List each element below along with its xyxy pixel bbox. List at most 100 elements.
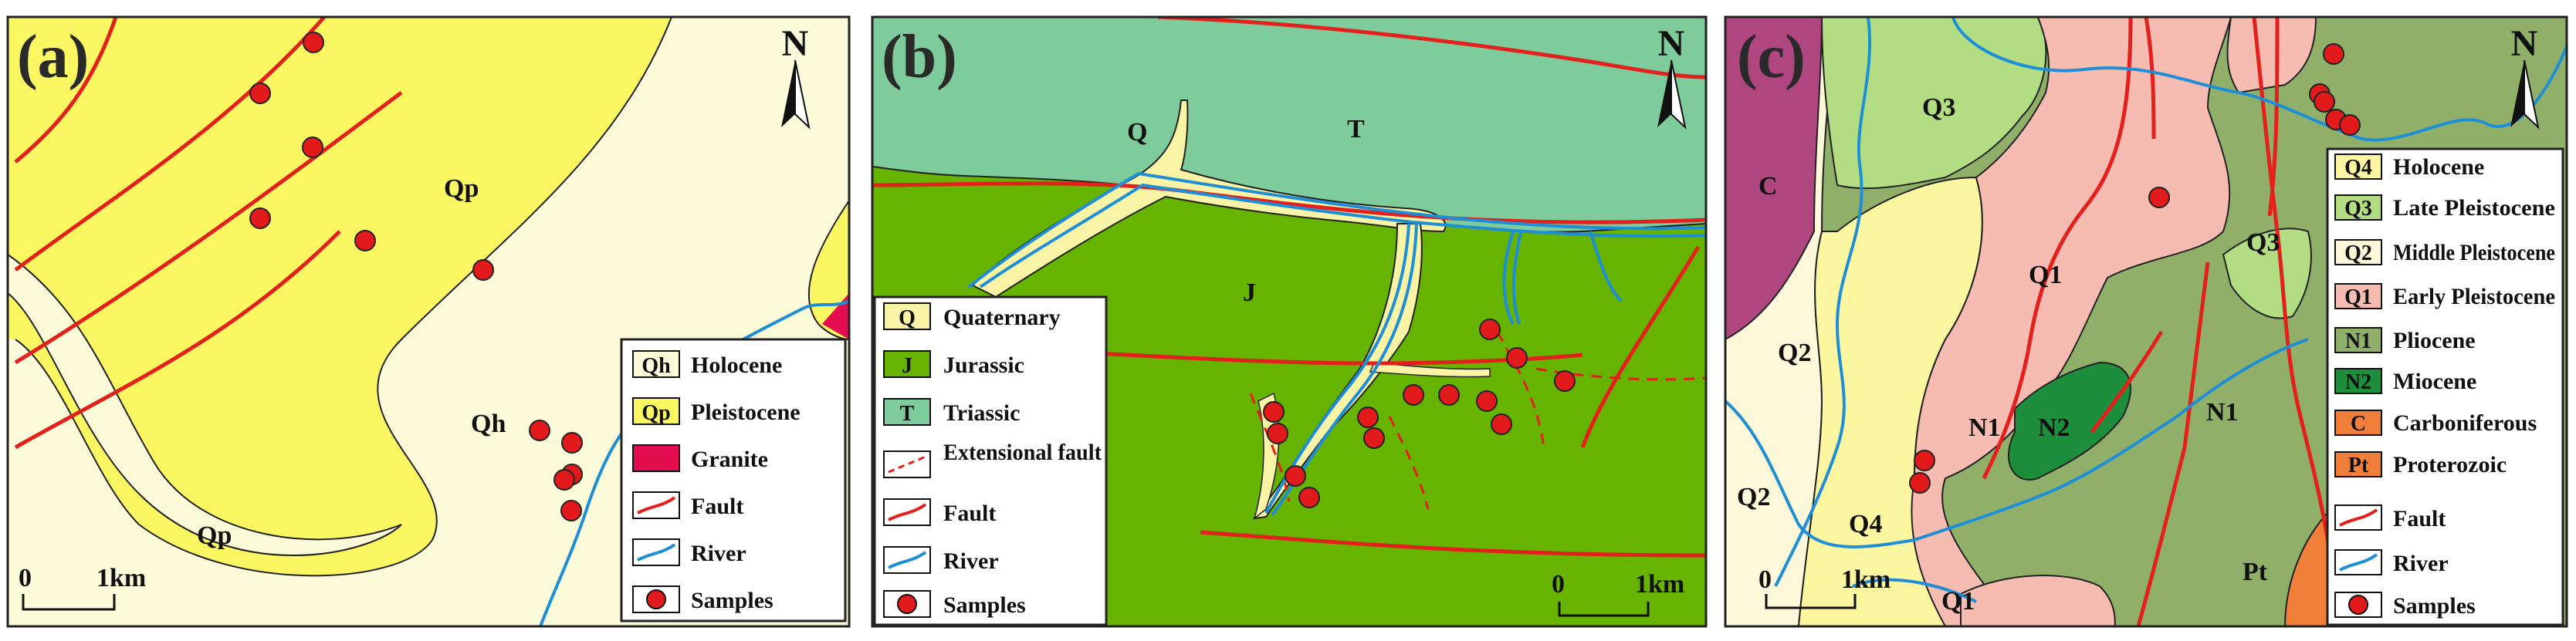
- map-label: J: [1243, 278, 1256, 307]
- sample-point: [2148, 187, 2170, 208]
- legend-item-holocene: Qh Holocene: [632, 350, 782, 378]
- samples-c: [1909, 43, 2361, 494]
- sample-point: [2323, 43, 2344, 65]
- svg-text:Q1: Q1: [2344, 285, 2372, 309]
- svg-text:Pliocene: Pliocene: [2393, 328, 2476, 353]
- sample-dot-icon: [2348, 595, 2368, 615]
- legend-item-fault: Fault: [883, 498, 996, 526]
- sample-point: [1267, 423, 1288, 444]
- sample-point: [553, 469, 575, 491]
- map-label: C: [1759, 172, 1778, 201]
- svg-text:Triassic: Triassic: [943, 400, 1020, 426]
- svg-text:Early Pleistocene: Early Pleistocene: [2393, 284, 2555, 309]
- svg-text:Fault: Fault: [943, 501, 996, 526]
- samples-a: [249, 32, 583, 521]
- panel-c-title: (c): [1737, 23, 1806, 91]
- scale-bar: 0 1km: [1552, 570, 1684, 617]
- legend-item-pleistocene: Qp Pleistocene: [632, 397, 801, 425]
- svg-text:River: River: [691, 541, 746, 566]
- sample-point: [1479, 319, 1501, 340]
- sample-point: [1263, 401, 1285, 423]
- sample-point: [1554, 370, 1576, 392]
- sample-dot-icon: [646, 589, 666, 609]
- legend-item-middle-pleistocene: Q2 Middle Pleistocene: [2334, 239, 2555, 265]
- sample-point: [302, 137, 323, 158]
- svg-text:River: River: [2393, 551, 2449, 576]
- sample-point: [1298, 487, 1320, 508]
- legend-item-river: River: [2334, 549, 2449, 576]
- legend-item-miocene: N2 Miocene: [2334, 368, 2476, 394]
- svg-text:0: 0: [1552, 570, 1565, 599]
- svg-text:Quaternary: Quaternary: [943, 305, 1061, 330]
- svg-text:N: N: [782, 23, 809, 64]
- svg-text:Jurassic: Jurassic: [943, 353, 1024, 378]
- map-label: Q3: [1922, 93, 1955, 122]
- legend-item-jurassic: J Jurassic: [883, 350, 1024, 378]
- sample-point: [1285, 465, 1306, 487]
- svg-text:Fault: Fault: [691, 494, 743, 519]
- map-label: Q: [1127, 118, 1147, 147]
- legend-item-pliocene: N1 Pliocene: [2334, 327, 2476, 353]
- sample-point: [249, 83, 271, 104]
- sample-point: [249, 207, 271, 229]
- svg-text:Carboniferous: Carboniferous: [2393, 410, 2537, 436]
- map-label: Q1: [2029, 261, 2062, 289]
- svg-text:T: T: [900, 402, 915, 426]
- north-arrow-icon: N: [781, 23, 811, 130]
- panel-a: (a) Qp Qh Qp N 0 1km Qh Holocene Qp: [6, 15, 851, 628]
- map-label: Q2: [1737, 483, 1770, 511]
- map-label: N2: [2038, 413, 2070, 442]
- svg-text:Q4: Q4: [2344, 156, 2372, 180]
- svg-text:N: N: [2511, 23, 2538, 64]
- svg-text:Q3: Q3: [2344, 197, 2372, 221]
- svg-text:Pleistocene: Pleistocene: [691, 400, 801, 425]
- legend-item-fault: Fault: [632, 491, 743, 519]
- svg-text:Middle Pleistocene: Middle Pleistocene: [2393, 240, 2555, 265]
- map-label: N1: [2206, 398, 2239, 427]
- sample-point: [2314, 91, 2335, 113]
- sample-point: [1403, 384, 1424, 406]
- legend-item-proterozoic: Pt Proterozoic: [2334, 451, 2507, 477]
- svg-text:Qh: Qh: [641, 354, 671, 378]
- sample-point: [2339, 114, 2361, 136]
- panel-b-title: (b): [882, 23, 957, 91]
- svg-text:1km: 1km: [96, 564, 146, 592]
- sample-point: [560, 500, 582, 521]
- svg-text:Qp: Qp: [641, 401, 670, 425]
- svg-text:C: C: [2351, 412, 2366, 436]
- svg-text:J: J: [902, 354, 912, 378]
- svg-text:N2: N2: [2345, 370, 2371, 394]
- sample-point: [1357, 407, 1379, 428]
- map-label: N1: [1968, 413, 2001, 442]
- legend-item-triassic: T Triassic: [883, 398, 1020, 426]
- panel-c: (c) C Q3 Q1 Q2 Q2 Q4 N1 N2 N1 Q3 Pt Q1 N…: [1724, 15, 2568, 628]
- legend-c: Q4 Holocene Q3 Late Pleistocene Q2 Middl…: [2326, 147, 2564, 626]
- panel-a-title: (a): [17, 23, 89, 91]
- svg-text:Samples: Samples: [691, 588, 773, 613]
- legend-a: Qh Holocene Qp Pleistocene Granite Fault…: [620, 338, 847, 622]
- svg-text:Q: Q: [899, 306, 916, 330]
- svg-text:Proterozoic: Proterozoic: [2393, 452, 2507, 477]
- svg-text:Extensional fault: Extensional fault: [943, 440, 1102, 465]
- legend-item-fault: Fault: [2334, 504, 2446, 531]
- map-label: Q1: [1941, 587, 1975, 616]
- sample-point: [1914, 450, 1935, 471]
- svg-text:Miocene: Miocene: [2393, 369, 2476, 394]
- map-label: Q3: [2246, 228, 2280, 257]
- legend-item-early-pleistocene: Q1 Early Pleistocene: [2334, 283, 2555, 309]
- sample-point: [303, 32, 324, 53]
- svg-text:1km: 1km: [1635, 570, 1684, 599]
- map-label: Q2: [1778, 339, 1811, 367]
- svg-text:Holocene: Holocene: [691, 353, 782, 378]
- sample-point: [354, 230, 376, 251]
- svg-text:0: 0: [1759, 565, 1772, 594]
- svg-text:Samples: Samples: [2393, 593, 2476, 619]
- sample-point: [472, 259, 494, 281]
- legend-item-samples: Samples: [883, 590, 1026, 618]
- legend-item-granite: Granite: [632, 444, 768, 472]
- legend-item-holocene: Q4 Holocene: [2334, 154, 2484, 180]
- sample-point: [1491, 413, 1512, 435]
- svg-text:N: N: [1658, 23, 1685, 64]
- north-arrow-icon: N: [1657, 23, 1687, 130]
